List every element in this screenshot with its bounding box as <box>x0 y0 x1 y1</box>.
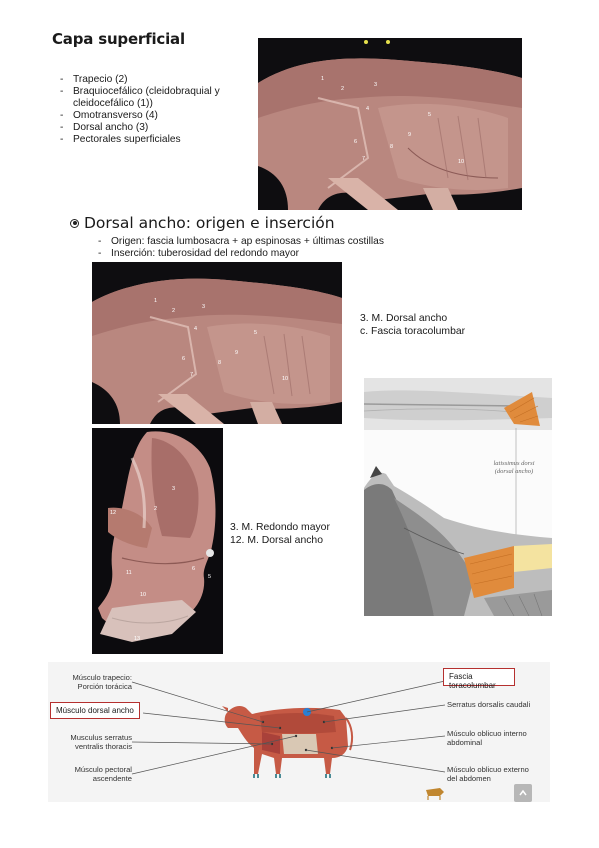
cow-label-serratus-dorsalis: Serratus dorsalis caudali <box>447 700 531 709</box>
list-item: Inserción: tuberosidad del redondo mayor <box>98 248 438 260</box>
cow-label-oblicuo-externo: Músculo oblicuo externo del abdomen <box>447 765 529 783</box>
legend-forelimb: 3. M. Redondo mayor 12. M. Dorsal ancho <box>230 522 330 547</box>
illustration-caption: (dorsal ancho) <box>495 468 533 475</box>
photo-label: 10 <box>140 592 146 598</box>
photo-label: 2 <box>341 86 344 92</box>
dissection-photo-forelimb: 12 2 3 11 10 13 5 6 <box>92 428 223 654</box>
photo-label: 1 <box>154 298 157 304</box>
photo-label: 3 <box>172 486 175 492</box>
cow-figure <box>222 706 354 778</box>
legend-torso: 3. M. Dorsal ancho c. Fascia toracolumba… <box>360 313 465 338</box>
photo-label: 1 <box>321 76 324 82</box>
photo-label: 11 <box>126 570 132 576</box>
cow-label-fascia-toracolumbar: Fascia toracolumbar <box>443 668 515 690</box>
list-item: Braquiocefálico (cleidobraquial y cleido… <box>60 86 240 110</box>
photo-label: 6 <box>182 356 185 362</box>
list-item: Origen: fascia lumbosacra + ap espinosas… <box>98 236 438 248</box>
list-item: Omotransverso (4) <box>60 110 240 122</box>
cow-icon <box>426 788 444 800</box>
photo-label: 12 <box>110 510 116 516</box>
legend-item: 3. M. Redondo mayor <box>230 522 330 533</box>
origin-insertion-list: Origen: fascia lumbosacra + ap espinosas… <box>98 236 438 260</box>
photo-label: 8 <box>390 144 393 150</box>
photo-label: 2 <box>172 308 175 314</box>
section-title-capa-superficial: Capa superficial <box>52 30 185 48</box>
cow-label-serratus-ventralis: Musculus serratus ventralis thoracis <box>70 733 132 751</box>
chevron-up-icon <box>519 789 527 796</box>
cow-muscle-diagram: Músculo trapecio: Porción torácica Múscu… <box>48 662 550 802</box>
section-heading-dorsal-ancho: Dorsal ancho: origen e inserción <box>70 214 335 232</box>
cow-label-dorsal-ancho: Músculo dorsal ancho <box>50 702 140 719</box>
photo-label: 8 <box>218 360 221 366</box>
dissection-photo-torso-1: 1 2 3 4 5 6 7 8 9 10 <box>258 38 522 210</box>
list-item: Pectorales superficiales <box>60 134 240 146</box>
superficial-muscle-list: Trapecio (2) Braquiocefálico (cleidobraq… <box>60 74 240 146</box>
photo-label: 6 <box>192 566 195 572</box>
photo-label: 7 <box>190 372 193 378</box>
photo-label: 9 <box>408 132 411 138</box>
photo-label: 4 <box>366 106 369 112</box>
photo-label: 5 <box>254 330 257 336</box>
photo-label: 2 <box>154 506 157 512</box>
latissimus-dorsi-illustration: latissimus dorsi (dorsal ancho) <box>364 378 552 616</box>
cow-label-pectoral-ascendente: Músculo pectoral ascendente <box>74 765 132 783</box>
photo-label: 13 <box>134 636 140 642</box>
list-item: Trapecio (2) <box>60 74 240 86</box>
photo-label: 5 <box>208 574 211 580</box>
legend-item: 12. M. Dorsal ancho <box>230 534 323 546</box>
list-item: Dorsal ancho (3) <box>60 122 240 134</box>
cow-label-trapecio: Músculo trapecio: Porción torácica <box>72 673 132 691</box>
photo-label: 6 <box>354 139 357 145</box>
photo-label: 10 <box>458 159 464 165</box>
photo-label: 9 <box>235 350 238 356</box>
legend-item: 3. M. Dorsal ancho <box>360 313 448 324</box>
photo-label: 7 <box>362 156 365 162</box>
bullet-icon <box>70 218 79 228</box>
legend-item: c. Fascia toracolumbar <box>360 325 466 337</box>
dissection-photo-torso-2: 1 2 3 4 5 6 7 8 9 10 <box>92 262 342 424</box>
cow-label-oblicuo-interno: Músculo oblicuo interno abdominal <box>447 729 527 747</box>
photo-label: 10 <box>282 376 288 382</box>
scroll-top-button[interactable] <box>514 784 532 802</box>
photo-label: 4 <box>194 326 197 332</box>
photo-label: 3 <box>374 82 377 88</box>
photo-label: 3 <box>202 304 205 310</box>
illustration-caption: latissimus dorsi <box>494 460 535 467</box>
heading-text: Dorsal ancho: origen e inserción <box>84 214 335 232</box>
photo-label: 5 <box>428 112 431 118</box>
